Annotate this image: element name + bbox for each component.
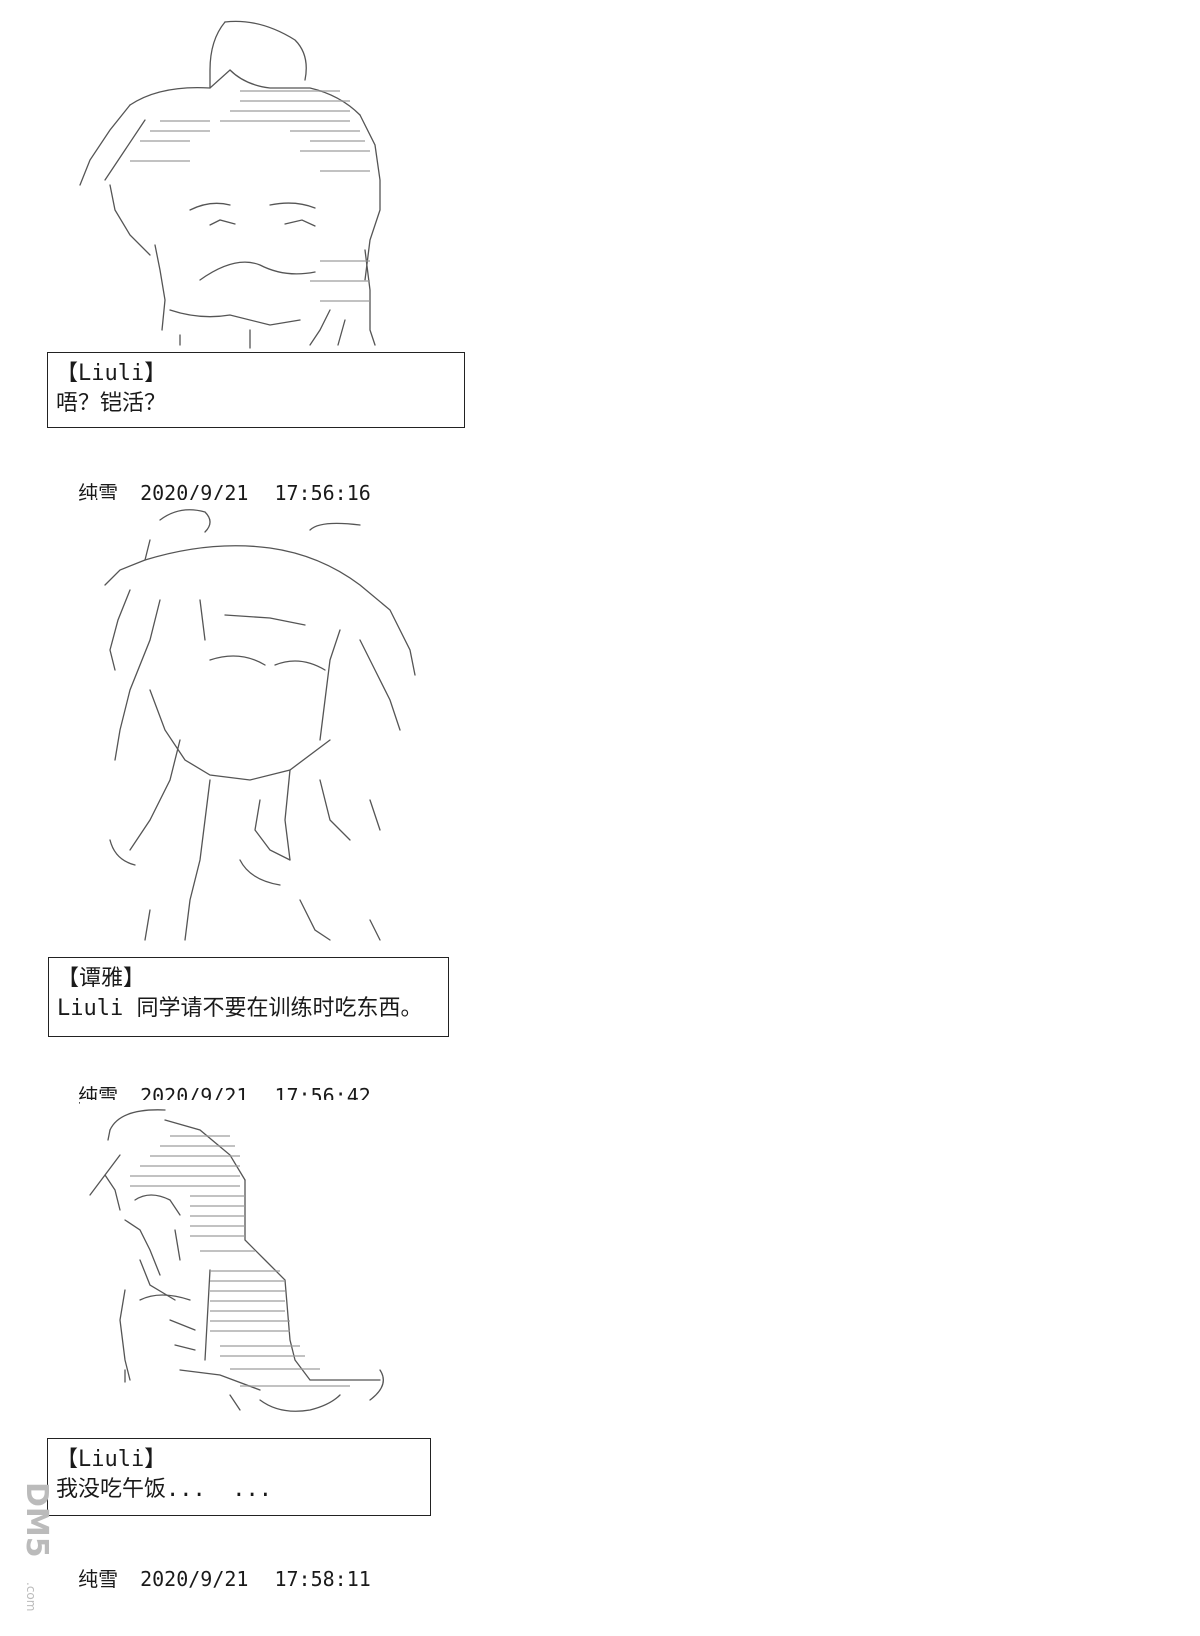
dialog-line: 唔？铠活？ <box>56 391 167 416</box>
post-meta-3: 纯雪 2020/9/21 17:58:11 <box>54 1540 371 1592</box>
ascii-art-liuli-portrait-drawing <box>79 20 381 349</box>
dialog-box-2: 【谭雅】 Liuli 同学请不要在训练时吃东西。 <box>48 957 449 1037</box>
ascii-art-liuli-eating <box>80 1100 400 1430</box>
watermark-text: DM5 <box>19 1482 54 1558</box>
ascii-art-liuli-portrait <box>70 10 400 350</box>
dialog-line: 我没吃午饭... ... <box>56 1477 272 1502</box>
speaker-name: 【Liuli】 <box>56 361 167 386</box>
ascii-art-liuli-eating-drawing <box>89 1109 384 1412</box>
post-date: 2020/9/21 <box>140 1567 249 1591</box>
watermark-subtext: .com <box>24 1582 38 1611</box>
post-time: 17:58:11 <box>274 1567 371 1591</box>
post-author: 纯雪 <box>78 1567 119 1591</box>
speaker-name: 【谭雅】 <box>57 966 146 991</box>
ascii-art-tanya-portrait-drawing <box>104 509 416 941</box>
dialog-box-3: 【Liuli】 我没吃午饭... ... <box>47 1438 431 1516</box>
ascii-art-tanya-portrait <box>90 500 430 950</box>
speaker-name: 【Liuli】 <box>56 1447 167 1472</box>
watermark-logo: DM5 .com <box>12 1478 54 1628</box>
dialog-line: Liuli 同学请不要在训练时吃东西。 <box>57 996 423 1021</box>
dm5-logo-icon: DM5 .com <box>19 1482 54 1611</box>
dialog-box-1: 【Liuli】 唔？铠活？ <box>47 352 465 428</box>
